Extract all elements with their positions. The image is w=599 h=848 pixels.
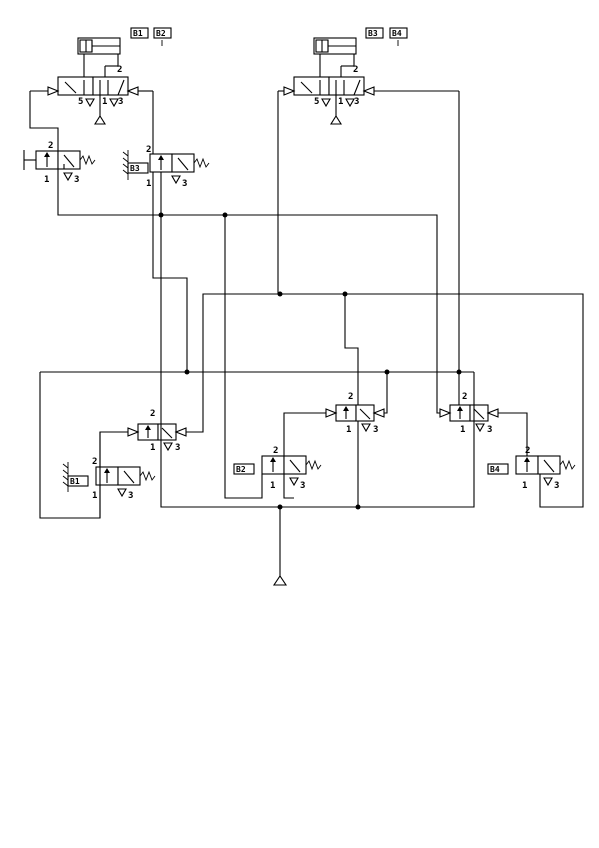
- svg-text:2: 2: [273, 446, 278, 456]
- svg-text:2: 2: [146, 145, 151, 155]
- svg-text:B1: B1: [70, 477, 80, 486]
- svg-text:1: 1: [150, 443, 155, 453]
- svg-text:B2: B2: [156, 29, 166, 38]
- sensor-tag-b2: B2: [153, 27, 172, 46]
- svg-text:3: 3: [373, 425, 378, 435]
- junction-nodes: [158, 212, 462, 510]
- svg-text:B4: B4: [490, 465, 500, 474]
- cylinder-a: [77, 37, 121, 55]
- sensor-tag-b4: B4: [389, 27, 408, 46]
- roller-valve-b3: B3 2 1 3: [122, 145, 210, 189]
- memory-valve-2: 2 1 3: [325, 392, 385, 435]
- svg-text:1: 1: [338, 97, 343, 107]
- svg-text:1: 1: [522, 481, 527, 491]
- svg-text:1: 1: [146, 179, 151, 189]
- svg-text:1: 1: [102, 97, 107, 107]
- svg-text:1: 1: [460, 425, 465, 435]
- svg-text:3: 3: [300, 481, 305, 491]
- svg-text:3: 3: [74, 175, 79, 185]
- svg-text:1: 1: [92, 491, 97, 501]
- start-pushbutton-valve: 2 1 3: [23, 141, 96, 185]
- sensor-tag-b1: B1: [130, 27, 149, 39]
- svg-text:B3: B3: [130, 164, 140, 173]
- svg-text:3: 3: [554, 481, 559, 491]
- sensor-tag-b3: B3: [365, 27, 384, 39]
- svg-text:2: 2: [150, 409, 155, 419]
- svg-text:2: 2: [462, 392, 467, 402]
- pneumatic-lines: [29, 91, 584, 586]
- svg-text:3: 3: [182, 179, 187, 189]
- svg-text:3: 3: [118, 97, 123, 107]
- memory-valve-3: 2 1 3: [439, 392, 499, 435]
- svg-text:B4: B4: [392, 29, 402, 38]
- svg-text:3: 3: [354, 97, 359, 107]
- valve-5-2-a: 5 1 3 2: [30, 54, 153, 125]
- svg-text:5: 5: [78, 97, 83, 107]
- roller-valve-b4: B4 2 1 3: [487, 446, 576, 491]
- memory-valve-1: 2 1 3: [127, 409, 187, 453]
- svg-text:3: 3: [175, 443, 180, 453]
- roller-valve-b1: B1 2 1 3: [62, 457, 156, 501]
- svg-text:3: 3: [487, 425, 492, 435]
- valve-5-2-b: 5 1 3 2: [278, 54, 459, 125]
- svg-text:5: 5: [314, 97, 319, 107]
- svg-text:3: 3: [128, 491, 133, 501]
- svg-text:2: 2: [353, 65, 358, 75]
- svg-text:2: 2: [48, 141, 53, 151]
- svg-text:2: 2: [92, 457, 97, 467]
- svg-text:1: 1: [44, 175, 49, 185]
- svg-text:2: 2: [117, 65, 122, 75]
- svg-text:B1: B1: [133, 29, 143, 38]
- cylinder-b: [313, 37, 357, 55]
- svg-text:B3: B3: [368, 29, 378, 38]
- roller-valve-b2: B2 2 1 3: [233, 446, 322, 491]
- svg-text:1: 1: [270, 481, 275, 491]
- svg-text:1: 1: [346, 425, 351, 435]
- svg-text:2: 2: [348, 392, 353, 402]
- svg-text:B2: B2: [236, 465, 246, 474]
- svg-text:2: 2: [525, 446, 530, 456]
